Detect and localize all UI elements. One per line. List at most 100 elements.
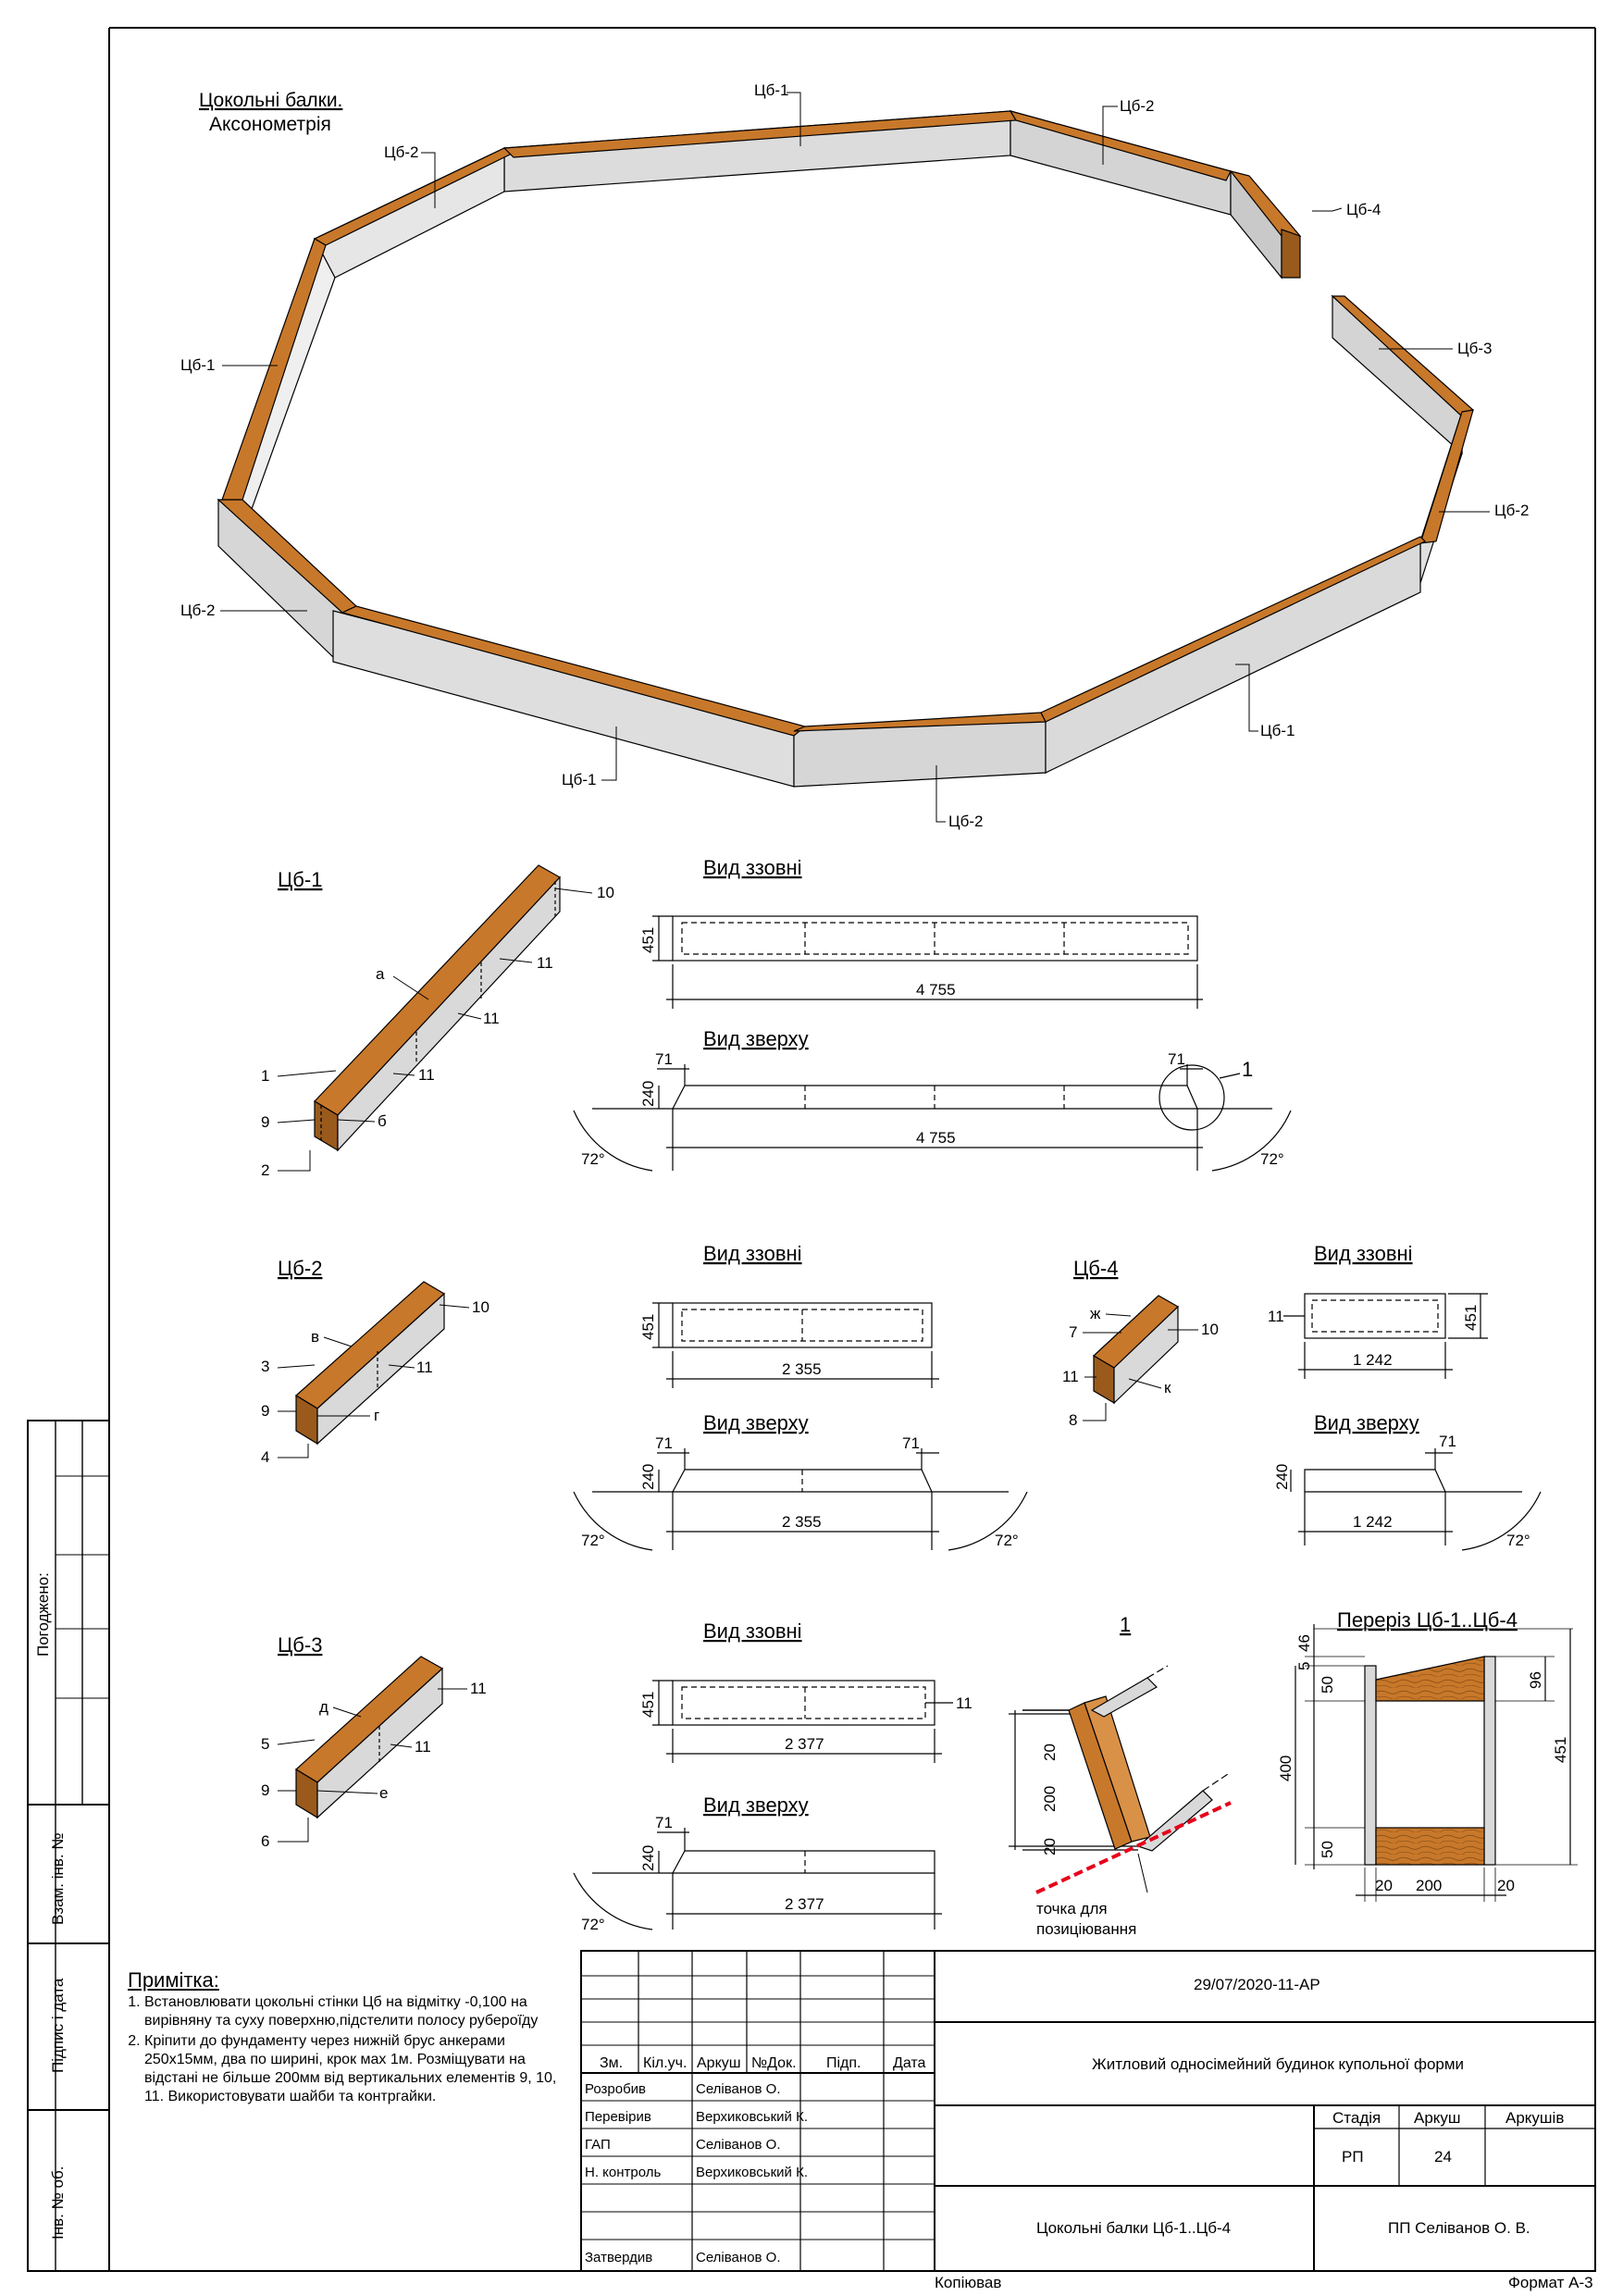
beam1-leaders [277,887,593,1172]
plan-label-2: Цб-4 [1346,201,1381,218]
tb-format: Формат А-3 [1508,2274,1593,2291]
tb-role-3: Н. контроль [585,2165,662,2180]
beam4-view-front: Вид ззовні [1314,1242,1413,1265]
beam1-callout-9: 9 [261,1113,269,1131]
detail-1 [1009,1665,1232,1894]
detail-note: точка для позиціювання [1036,1900,1136,1938]
stamp-agreed: Погоджено: [34,1572,52,1657]
section-dim-50b: 50 [1319,1841,1336,1858]
beam2-callout-v: в [311,1328,319,1346]
beam3-top-length: 2 377 [785,1895,824,1913]
section-dim-20b: 20 [1497,1877,1515,1894]
beam2-top-offset-right: 71 [902,1434,920,1452]
tb-sheet-no: 24 [1434,2148,1452,2166]
plan-label-10: Цб-2 [948,813,983,830]
beam3-view-front: Вид ззовні [703,1620,802,1643]
beam2-callout-3: 3 [261,1358,269,1375]
beam3-front-length: 2 377 [785,1735,824,1753]
tb-head-dok: №Док. [751,2055,797,2071]
beam3-top-width: 240 [639,1845,657,1871]
tb-sheet-title: Цокольні балки Цб-1..Цб-4 [1036,2219,1231,2237]
detail-ref: 1 [1120,1613,1131,1636]
plan-label-4: Цб-3 [1457,340,1492,357]
section-dim-5: 5 [1295,1662,1313,1670]
beam4-name: Цб-4 [1073,1257,1118,1280]
plan-label-1: Цб-2 [1120,97,1154,115]
plan-label-7: Цб-2 [180,602,215,619]
beam1-front-length: 4 755 [916,981,956,999]
beam1-angle-left: 72° [581,1150,605,1168]
beam4-top-offset: 71 [1439,1433,1456,1450]
beam4-leaders [1083,1313,1198,1421]
tb-head-zm: Зм. [600,2055,623,2071]
section-dim-46: 46 [1295,1634,1313,1652]
notes-block: Примітка: Встановлювати цокольні стінки … [128,1970,572,2108]
beam4-top-length: 1 242 [1353,1513,1393,1531]
beam3-angle: 72° [581,1916,605,1933]
beam1-front-height: 451 [639,927,657,953]
beam3-front-view [652,1680,953,1763]
stamp-sign-date: Підпис і дата [49,1978,67,2073]
beam1-front-view [652,915,1203,1009]
beam3-front-callout-11: 11 [956,1694,973,1712]
beam2-angle-right: 72° [995,1532,1019,1549]
beam2-top-offset-left: 71 [655,1434,673,1452]
detail-note-line1: точка для [1036,1900,1108,1917]
tb-head-kil: Кіл.уч. [643,2055,687,2071]
tb-name-0: Селіванов О. [696,2081,781,2097]
detail-dim-20a: 20 [1041,1744,1059,1761]
beam4-top-view [1290,1448,1542,1551]
tb-name-3: Верхиковський К. [696,2165,808,2180]
beam4-view-top: Вид зверху [1314,1411,1419,1434]
beam4-front-height: 451 [1462,1305,1480,1331]
beam2-name: Цб-2 [278,1257,322,1280]
beam4-front-view [1283,1293,1488,1379]
plan-labels [220,92,1490,823]
beam3-front-height: 451 [639,1692,657,1718]
side-stamp: Погоджено: Взам. інв. № Підпис і дата Ін… [27,1420,110,2272]
beam4-callout-11: 11 [1062,1368,1079,1385]
detail-dim-20b: 20 [1041,1838,1059,1855]
tb-doc-code: 29/07/2020-11-АР [1194,1976,1320,1993]
beam1-callout-11b: 11 [483,1010,500,1027]
beam2-iso [294,1281,446,1446]
beam4-top-width: 240 [1273,1464,1291,1490]
beam2-callout-9: 9 [261,1402,269,1420]
beam2-front-view [652,1302,939,1388]
beam4-callout-zh: ж [1090,1305,1101,1322]
beam1-top-width: 240 [639,1081,657,1107]
beam2-view-top: Вид зверху [703,1411,809,1434]
note-item-1: Встановлювати цокольні стінки Цб на відм… [144,1993,572,2030]
beam2-top-view [573,1448,1028,1551]
beam3-name: Цб-3 [278,1633,322,1657]
tb-name-5: Селіванов О. [696,2250,781,2265]
beam3-top-view [573,1828,942,1930]
beam2-angle-left: 72° [581,1532,605,1549]
section-dim-200: 200 [1416,1877,1442,1894]
note-item-2: Кріпити до фундаменту через нижній брус … [144,2032,572,2106]
beam1-name: Цб-1 [278,868,322,891]
beam2-front-height: 451 [639,1314,657,1340]
beam1-top-offset-left: 71 [655,1050,673,1068]
beam1-top-view [573,1064,1292,1172]
stamp-inv-orig: Інв. № об. [49,2166,67,2240]
detail-note-line2: позиціювання [1036,1920,1136,1938]
beam2-callout-g: г [374,1407,379,1424]
tb-role-1: Перевірив [585,2109,651,2125]
plan-label-5: Цб-1 [180,356,215,374]
beam4-callout-7: 7 [1069,1323,1077,1341]
beam1-callout-11c: 11 [418,1066,435,1084]
tb-head-data: Дата [893,2055,926,2071]
beam4-angle: 72° [1506,1532,1530,1549]
plan-label-8: Цб-1 [1260,722,1295,739]
beam2-top-width: 240 [639,1464,657,1490]
beam3-callout-11b: 11 [415,1738,431,1756]
beam1-view-top: Вид зверху [703,1027,809,1050]
tb-sheet-head: Аркуш [1414,2109,1461,2127]
tb-org: ПП Селіванов О. В. [1388,2219,1530,2237]
beam2-callout-10: 10 [472,1298,489,1316]
tb-head-pidp: Підп. [826,2055,861,2071]
beam3-callout-e: е [379,1784,388,1802]
section-dim-451: 451 [1552,1737,1569,1763]
